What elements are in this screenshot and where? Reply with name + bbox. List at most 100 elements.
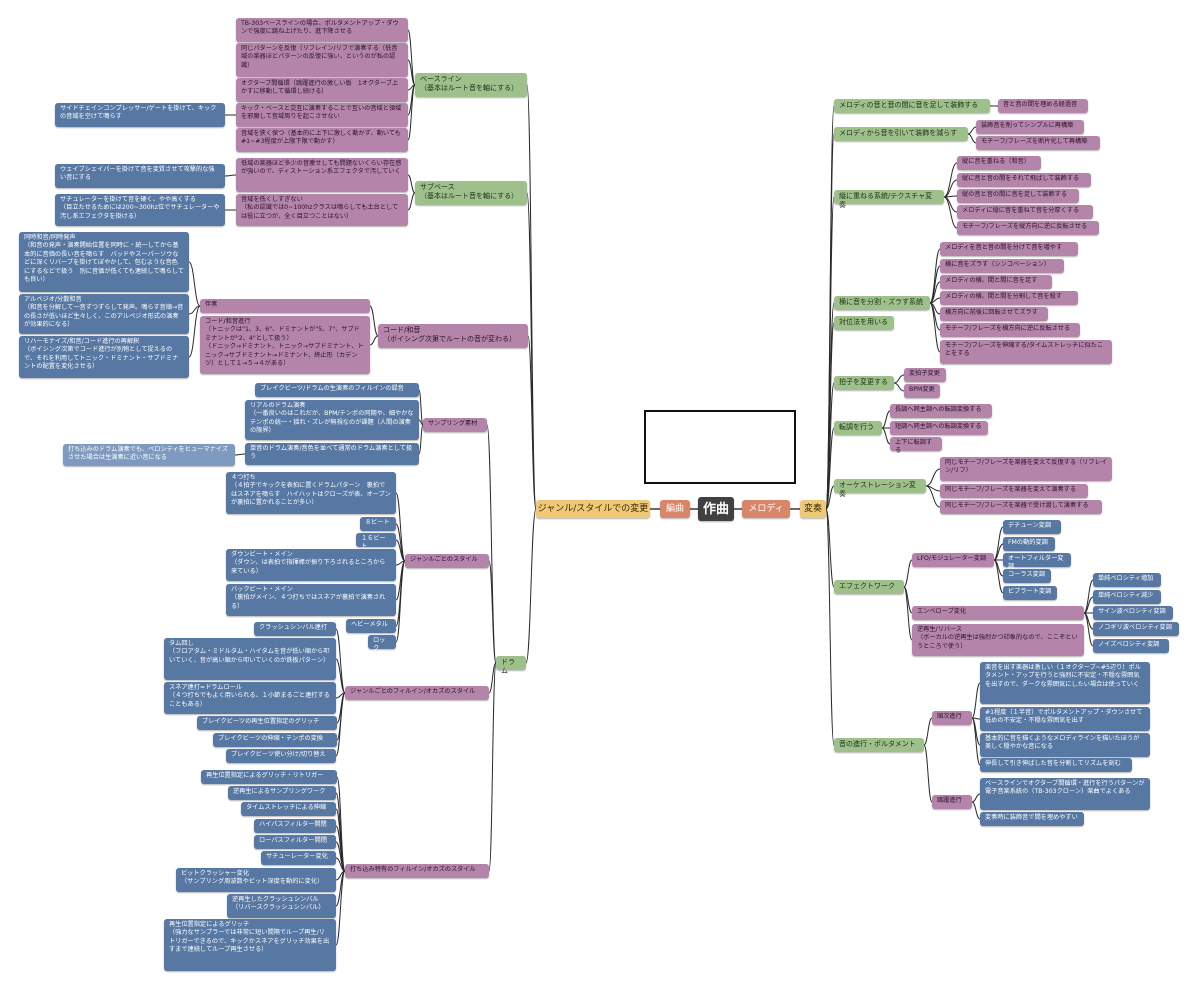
mindmap-node-f5[interactable]: ブレイクビーツの伸縮・テンポの変換 <box>213 733 337 747</box>
mindmap-node-r4[interactable]: 横に音を分割・ズラす系統 <box>834 296 930 310</box>
mindmap-node-f3[interactable]: スネア連打=ドラムロール （４つ打ちでもよく用いられる、１小節まるごと連打するこ… <box>164 682 336 714</box>
mindmap-node-c1[interactable]: 伴奏 <box>200 299 370 313</box>
mindmap-node-r3a[interactable]: 縦に音を重ねる（和音） <box>957 156 1041 170</box>
mindmap-node-r1a[interactable]: 音と音の間を埋める経過音 <box>998 99 1088 113</box>
mindmap-node-ufill[interactable]: 打ち込み特有のフィルイン/オカズのスタイル <box>345 864 489 878</box>
mindmap-node-r3d[interactable]: メロディに縦に音を重ねて音を分厚くする <box>957 205 1093 219</box>
mindmap-node-r3[interactable]: 縦に重ねる系統/テクスチャ変奏 <box>834 190 944 209</box>
mindmap-node-r4d[interactable]: メロディの横、間と間を分割して音を殺す <box>940 291 1078 305</box>
mindmap-node-f2[interactable]: タム回し （フロアタム・ミドルタム・ハイタムを音が低い順から叩いていく、音が高い… <box>164 638 336 680</box>
mindmap-node-r9c[interactable]: 逆再生/リバース （ボーカルの逆再生は強烈かつ印象的なので、ここぞというところで… <box>912 624 1084 656</box>
mindmap-node-henso[interactable]: 変奏 <box>800 500 826 518</box>
mindmap-node-f1[interactable]: クラッシュシンバル連打 <box>254 622 336 636</box>
mindmap-node-r9a3[interactable]: オートフィルター変調 <box>1003 553 1071 570</box>
mindmap-node-mel[interactable]: メロディ <box>742 500 790 518</box>
mindmap-node-g4[interactable]: ダウンビート・メイン （ダウン、は表拍で指揮棒が振り下ろされるところから来ている… <box>226 549 396 581</box>
mindmap-node-r4c[interactable]: メロディの横、間と間に音を足す <box>940 275 1052 289</box>
mindmap-node-r9b4[interactable]: ノコギリ波ベロシティ変調 <box>1093 622 1179 636</box>
mindmap-node-f4[interactable]: ブレイクビーツの再生位置指定のグリッチ <box>197 716 337 730</box>
mindmap-node-s2a[interactable]: サチュレーターを掛けて音を硬く、やや高くする （目立たせるためには200~300… <box>55 194 225 226</box>
mindmap-node-hen[interactable]: 編曲 <box>660 500 690 518</box>
mindmap-node-c2[interactable]: コード/和音進行 （トニックは"1、3、6"、ドミナントが"5、7"、サブドミナ… <box>200 316 370 374</box>
mindmap-node-r7b[interactable]: 短調へ同主調への転調変換する <box>890 421 988 435</box>
mindmap-node-r10[interactable]: 音の進行・ポルタメント <box>834 738 924 752</box>
mindmap-node-c1b[interactable]: アルペジオ/分散和音 （和音を分解して一音ずつずらして発声。鳴らす音順→音の長さ… <box>19 294 189 334</box>
mindmap-node-r3e[interactable]: モチーフ/フレーズを縦方向に逆に反転させる <box>957 221 1099 235</box>
mindmap-node-r6b[interactable]: BPM変更 <box>904 384 940 398</box>
mindmap-node-r2[interactable]: メロディから音を引いて装飾を減らす <box>834 127 968 141</box>
mindmap-node-r3b[interactable]: 縦に音と音の間をそれて飛ばして装飾する <box>957 173 1091 187</box>
mindmap-node-u3[interactable]: タイムストレッチによる伸縮 <box>241 802 336 816</box>
mindmap-node-chord[interactable]: コード/和音 （ボイシング次第でルートの音が変わる） <box>378 324 528 348</box>
mindmap-node-g1[interactable]: ４つ打ち （４拍子でキックを表拍に置くドラムパターン 裏拍ではスネアを鳴らす ハ… <box>226 472 396 514</box>
mindmap-node-r10a1[interactable]: 楽音を出す楽器は激しい（１オクターブ~#5辺り）ポルタメント・アップを行うと強烈… <box>980 662 1150 704</box>
mindmap-node-c1a[interactable]: 同時和音/同時発声 （和音の発声・演奏開始位置を同時に・統一してから基本的に音価… <box>19 232 189 292</box>
mindmap-node-sa3a[interactable]: 打ち込みのドラム演奏でも、ベロシティをヒューマナイズさせた場合は生演奏に近い音に… <box>63 444 235 466</box>
mindmap-node-r6[interactable]: 拍子を変更する <box>834 376 894 390</box>
mindmap-node-g3[interactable]: １６ビート <box>356 533 396 550</box>
mindmap-node-r10a3[interactable]: 基本的に音を描くようなメロディラインを描いたほうが美しく穏やかな音になる <box>980 733 1150 757</box>
mindmap-node-r4e[interactable]: 横方向に前後に回転させてズラす <box>940 307 1048 321</box>
mindmap-node-r10a2[interactable]: #1程度（１半音）でポルタメントアップ・ダウンさせて低めの不安定・不穏な雰囲気を… <box>980 707 1150 731</box>
mindmap-node-u6[interactable]: サチューレーター変化 <box>261 851 336 865</box>
mindmap-node-r7a[interactable]: 長調へ同主調への転調変換する <box>890 404 992 418</box>
mindmap-node-r8a[interactable]: 同じモチーフ/フレーズを楽器を変えて反復する（リフレイン/リフ） <box>940 457 1112 481</box>
mindmap-node-r9b[interactable]: エンベロープ変化 <box>912 606 1084 620</box>
mindmap-node-b5[interactable]: 音域を狭く保つ（基本的に上下に激しく動かず、動いても#1~#3程度が上限下限で動… <box>236 128 408 152</box>
mindmap-node-g5[interactable]: バックビート・メイン （裏拍がメイン、４つ打ちではスネアが裏拍で演奏される） <box>226 584 396 616</box>
mindmap-node-r1[interactable]: メロディの音と音の間に音を足して装飾する <box>834 99 990 113</box>
mindmap-node-s2[interactable]: 音域を低くしすぎない （私の認識では0~100hzクラスは鳴らしても土台としては… <box>236 194 408 226</box>
mindmap-node-b4a[interactable]: サイドチェインコンプレッサー/ゲートを掛けて、キックの音域を空けて鳴らす <box>55 103 225 127</box>
mindmap-node-b3[interactable]: オクターブ間循環（跳躍進行の激しい版 1オクターブ上かすに移動して循環し続ける） <box>236 78 408 102</box>
mindmap-node-bass[interactable]: ベースライン （基本はルート音を軸にする） <box>415 73 527 97</box>
mindmap-node-r8c[interactable]: 同じモチーフ/フレーズを楽器で受け渡して演奏する <box>940 500 1102 514</box>
mindmap-node-u8[interactable]: 逆再生したクラッシュシンバル （リバースクラッシュシンバル） <box>227 894 336 918</box>
mindmap-node-sa2[interactable]: リアルのドラム演奏 （一番良いのはこれだが、BPM/テンポの同期や、細やかなテン… <box>245 400 419 440</box>
mindmap-node-b4[interactable]: キック・ベースと交互に演奏することで互いの音域と領域を邪魔して音域周りを起こさせ… <box>236 103 408 127</box>
mindmap-node-r9a5[interactable]: ビブラート変調 <box>1003 586 1057 600</box>
mindmap-node-r9b3[interactable]: サイン波ベロシティ変調 <box>1093 606 1173 620</box>
mindmap-node-r10b1[interactable]: ベースラインでオクターブ間循環・進行を行うパターンが電子音楽系統の（TB-303… <box>980 778 1150 810</box>
mindmap-node-r8[interactable]: オーケストレーション変奏 <box>834 479 926 498</box>
mindmap-node-g6[interactable]: ヘビーメタル <box>346 619 396 633</box>
mindmap-node-sa3[interactable]: 単音のドラム演奏/音色を並べて通常のドラム演奏として扱う <box>245 443 419 465</box>
mindmap-node-u5[interactable]: ローパスフィルター開閉 <box>254 835 336 849</box>
mindmap-node-r9b5[interactable]: ノイズベロシティ変調 <box>1093 639 1169 653</box>
mindmap-node-sub[interactable]: サブベース （基本はルート音を軸にする） <box>415 181 527 205</box>
mindmap-node-r10b[interactable]: 跳躍進行 <box>932 795 972 809</box>
mindmap-node-r9a[interactable]: LFO/モジュレーター変調 <box>912 553 994 567</box>
mindmap-node-r9b2[interactable]: 単純ベロシティ減少 <box>1093 590 1161 604</box>
mindmap-node-r10a4[interactable]: 伸長して引き伸ばした音を分割してリズムを刻む <box>980 758 1132 772</box>
mindmap-node-r9b1[interactable]: 単純ベロシティ増加 <box>1093 573 1161 587</box>
mindmap-node-r4a[interactable]: メロディを音と音の間を分けて音を増やす <box>940 242 1078 256</box>
mindmap-node-genre[interactable]: ジャンル/スタイルでの変更 <box>536 500 650 518</box>
mindmap-node-r7[interactable]: 転調を行う <box>834 421 882 435</box>
mindmap-node-r9a4[interactable]: コーラス変調 <box>1003 569 1051 583</box>
mindmap-node-root[interactable]: 作曲 <box>698 497 734 521</box>
mindmap-node-b1[interactable]: TB-303ベースラインの場合、ポルタメントアップ・ダウンで強度に跳ね上げたり、… <box>236 18 408 42</box>
mindmap-node-r10b2[interactable]: 変奏時に装飾音で間を埋めやすい <box>980 812 1084 826</box>
mindmap-node-u1[interactable]: 再生位置指定によるグリッチ・リトリガー <box>201 770 337 784</box>
mindmap-node-s1a[interactable]: ウェイブシェイパーを掛けて音を変質させて攻撃的な強い音にする <box>55 164 225 188</box>
mindmap-node-r2b[interactable]: モチーフ/フレーズを断片化して再構築 <box>976 136 1100 150</box>
mindmap-node-c1c[interactable]: リハーモナイズ/和音/コード進行の再解釈 （ボイシング次第でコード進行が別物とし… <box>19 336 189 378</box>
mindmap-node-r10a[interactable]: 順次進行 <box>932 711 972 725</box>
mindmap-node-r8b[interactable]: 同じモチーフ/フレーズを楽器を変えて演奏する <box>940 484 1088 498</box>
mindmap-node-g2[interactable]: ８ビート <box>360 517 396 531</box>
mindmap-node-sa1[interactable]: ブレイクビーツ/ドラムの生演奏のフィルインの録音 <box>255 383 419 397</box>
mindmap-node-u7[interactable]: ビットクラッシャー変化 （サンプリング周波数やビット深度を動的に変化） <box>176 868 336 892</box>
mindmap-node-g7[interactable]: ロック <box>368 635 396 652</box>
mindmap-node-r9[interactable]: エフェクトワーク <box>834 580 904 594</box>
mindmap-node-gstyle[interactable]: ジャンルごとのスタイル <box>405 554 489 568</box>
mindmap-node-drum[interactable]: ドラム <box>496 656 526 675</box>
mindmap-node-s1[interactable]: 低域の楽器ほど多少の音痩せしても問題ないくらい存在感が強いので、ディストーション… <box>236 158 408 192</box>
mindmap-node-f6[interactable]: ブレイクビーツ使い分け/切り替え <box>226 749 336 763</box>
mindmap-node-r2a[interactable]: 装飾音を削ってシンプルに再構築 <box>976 120 1084 134</box>
mindmap-node-r9a1[interactable]: デチューン変調 <box>1003 520 1061 534</box>
mindmap-node-r9a2[interactable]: FMの動的変調 <box>1003 537 1055 551</box>
mindmap-node-u4[interactable]: ハイパスフィルター開閉 <box>254 819 336 833</box>
mindmap-node-r7c[interactable]: 上下に転調する <box>890 437 942 454</box>
mindmap-node-samp[interactable]: サンプリング素材 <box>423 418 487 432</box>
mindmap-node-u9[interactable]: 再生位置指定によるグリッチ （強力なサンプラーでは非常に短い間隔でループ再生/リ… <box>164 919 336 971</box>
mindmap-node-u2[interactable]: 逆再生によるサンプリングワーク <box>228 786 336 800</box>
